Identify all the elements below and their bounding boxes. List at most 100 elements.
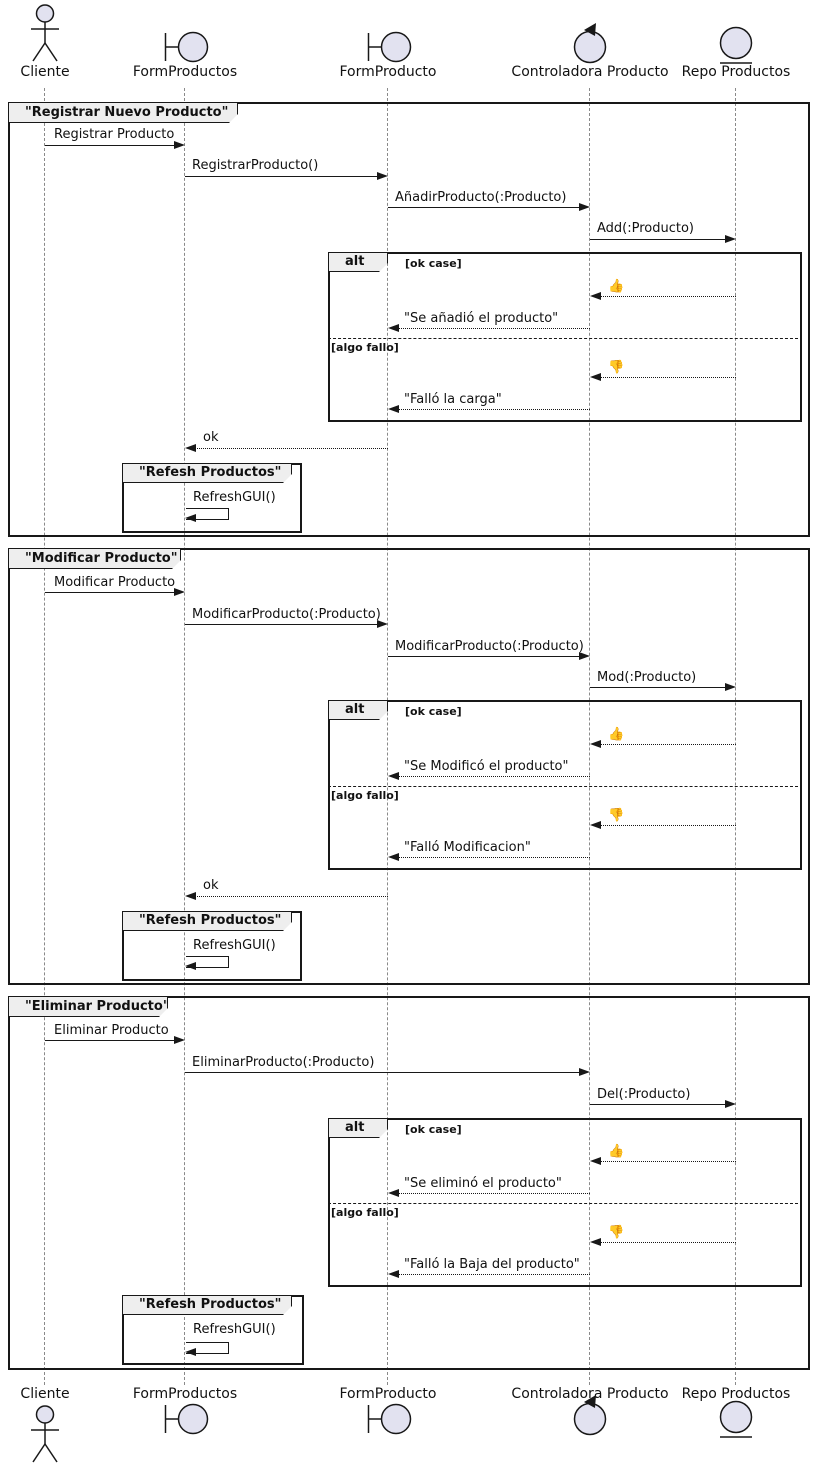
message-arrow <box>590 683 736 692</box>
return-label: "Falló Modificacion" <box>404 840 531 855</box>
self-message-head <box>185 1348 197 1357</box>
return-arrow <box>185 444 388 453</box>
alt-divider <box>328 1203 798 1204</box>
participant-label-controladora: Controladora Producto <box>511 1386 669 1402</box>
guard-label: [algo fallo] <box>331 1206 399 1219</box>
return-label: ok <box>203 430 219 445</box>
return-label: "Se Modificó el producto" <box>404 759 569 774</box>
participant-label-form-producto: FormProducto <box>339 1386 437 1402</box>
guard-label: [ok case] <box>405 257 462 270</box>
message-arrow <box>185 620 388 629</box>
message-label: ModificarProducto(:Producto) <box>395 639 584 654</box>
boundary-icon <box>367 31 412 63</box>
return-arrow <box>388 1270 590 1279</box>
alt-fragment <box>328 252 802 422</box>
return-arrow <box>388 1189 590 1198</box>
return-arrow <box>388 772 590 781</box>
boundary-icon <box>164 1403 209 1435</box>
return-label: ok <box>203 878 219 893</box>
control-icon <box>573 23 607 64</box>
message-label: RefreshGUI() <box>193 938 276 953</box>
frame-refresh-title: "Refesh Productos" <box>122 911 292 931</box>
frame-eliminar-title: "Eliminar Producto" <box>8 996 168 1017</box>
actor-icon <box>31 1405 59 1463</box>
alt-tab: alt <box>328 252 388 272</box>
message-label: Modificar Producto <box>54 575 176 590</box>
return-arrow <box>590 740 736 749</box>
return-arrow <box>388 853 590 862</box>
lifeline-repo <box>735 88 736 1385</box>
return-label: "Falló la Baja del producto" <box>404 1257 580 1272</box>
self-message-head <box>185 962 197 971</box>
lifeline-cliente <box>44 88 45 1385</box>
control-icon <box>573 1395 607 1436</box>
message-label: Eliminar Producto <box>54 1023 169 1038</box>
message-label: AñadirProducto(:Producto) <box>395 190 567 205</box>
message-label: ModificarProducto(:Producto) <box>192 607 381 622</box>
return-arrow <box>590 1157 736 1166</box>
entity-icon <box>719 1400 753 1438</box>
actor-icon <box>31 4 59 62</box>
self-message-head <box>185 514 197 523</box>
return-label: "Se añadió el producto" <box>404 311 559 326</box>
message-label: RefreshGUI() <box>193 1322 276 1337</box>
frame-registrar <box>8 102 810 537</box>
message-arrow <box>45 141 185 150</box>
thumbs-down-icon: 👎 <box>608 1225 625 1240</box>
self-message-arrow <box>186 1342 229 1354</box>
guard-label: [ok case] <box>405 1123 462 1136</box>
participant-label-cliente: Cliente <box>20 64 70 80</box>
thumbs-up-icon: 👍 <box>608 727 625 742</box>
return-arrow <box>590 373 736 382</box>
return-arrow <box>185 892 388 901</box>
message-label: Registrar Producto <box>54 127 175 142</box>
participant-label-repo: Repo Productos <box>681 1386 791 1402</box>
participant-label-cliente: Cliente <box>20 1386 70 1402</box>
message-label: Del(:Producto) <box>597 1087 691 1102</box>
guard-label: [ok case] <box>405 705 462 718</box>
return-arrow <box>590 1238 736 1247</box>
frame-registrar-title: "Registrar Nuevo Producto" <box>8 102 238 123</box>
thumbs-up-icon: 👍 <box>608 1144 625 1159</box>
guard-label: [algo fallo] <box>331 341 399 354</box>
frame-modificar-title: "Modificar Producto" <box>8 548 181 569</box>
message-arrow <box>185 172 388 181</box>
return-label: "Se eliminó el producto" <box>404 1176 562 1191</box>
return-label: "Falló la carga" <box>404 392 502 407</box>
message-arrow <box>590 1100 736 1109</box>
thumbs-down-icon: 👎 <box>608 808 625 823</box>
message-label: RefreshGUI() <box>193 490 276 505</box>
message-label: RegistrarProducto() <box>192 158 319 173</box>
participant-label-form-productos: FormProductos <box>132 64 238 80</box>
participant-label-controladora: Controladora Producto <box>511 64 669 80</box>
message-arrow <box>590 235 736 244</box>
alt-fragment <box>328 700 802 870</box>
message-arrow <box>388 652 590 661</box>
participant-label-repo: Repo Productos <box>681 64 791 80</box>
return-arrow <box>388 324 590 333</box>
alt-divider <box>328 786 798 787</box>
message-arrow <box>45 1036 185 1045</box>
frame-refresh-title: "Refesh Productos" <box>122 463 292 483</box>
self-message-arrow <box>186 508 229 520</box>
message-label: EliminarProducto(:Producto) <box>192 1055 375 1070</box>
alt-divider <box>328 338 798 339</box>
alt-tab: alt <box>328 1118 388 1138</box>
guard-label: [algo fallo] <box>331 789 399 802</box>
lifeline-form-producto <box>387 88 388 1385</box>
self-message-arrow <box>186 956 229 968</box>
thumbs-up-icon: 👍 <box>608 279 625 294</box>
return-arrow <box>590 821 736 830</box>
message-label: Add(:Producto) <box>597 221 695 236</box>
participant-label-form-productos: FormProductos <box>132 1386 238 1402</box>
frame-refresh-title: "Refesh Productos" <box>122 1295 292 1315</box>
participant-label-form-producto: FormProducto <box>339 64 437 80</box>
lifeline-controladora <box>589 88 590 1385</box>
message-arrow <box>45 588 185 597</box>
frame-modificar <box>8 548 810 985</box>
alt-tab: alt <box>328 700 388 720</box>
lifeline-form-productos <box>184 88 185 1385</box>
entity-icon <box>719 26 753 64</box>
message-arrow <box>185 1068 590 1077</box>
